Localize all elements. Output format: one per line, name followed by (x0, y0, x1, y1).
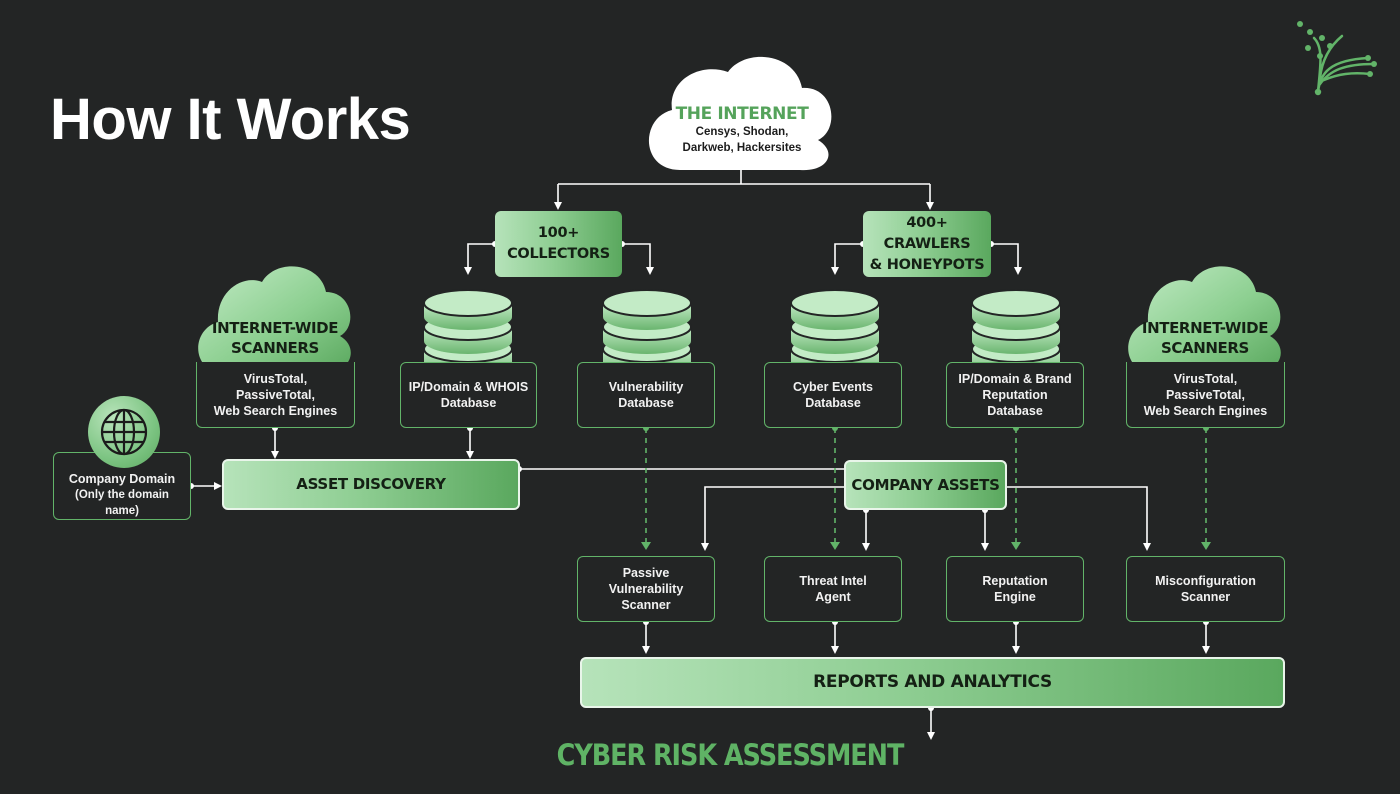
globe-icon (88, 396, 160, 468)
reputation-database-icon (971, 289, 1061, 376)
left-scanners-title-1: INTERNET-WIDE (211, 319, 339, 337)
right-scanners-title: INTERNET-WIDE SCANNERS (1135, 318, 1275, 358)
passive-vuln-scanner-line-3: Scanner (621, 598, 671, 612)
company-domain-line-2: (Only the domain name) (75, 489, 169, 517)
internet-title: THE INTERNET (675, 104, 809, 124)
reports-analytics-node: REPORTS AND ANALYTICS (580, 657, 1285, 708)
asset-discovery-label: ASSET DISCOVERY (296, 475, 446, 493)
db-cyber-events-line-1: Cyber Events (793, 380, 873, 394)
left-scanner-cloud-icon (198, 266, 351, 372)
left-scanners-desc: VirusTotal, PassiveTotal, Web Search Eng… (196, 362, 355, 428)
misconfiguration-scanner-box: Misconfiguration Scanner (1126, 556, 1285, 622)
reports-analytics-label: REPORTS AND ANALYTICS (813, 672, 1052, 692)
right-scanners-desc-1: VirusTotal, PassiveTotal, (1166, 371, 1245, 402)
db-whois-box: IP/Domain & WHOIS Database (400, 362, 537, 428)
db-vulnerability-box: Vulnerability Database (577, 362, 715, 428)
right-scanner-cloud-icon (1128, 266, 1281, 372)
passive-vuln-scanner-line-1: Passive (622, 566, 670, 580)
right-scanners-desc: VirusTotal, PassiveTotal, Web Search Eng… (1126, 362, 1285, 428)
collectors-node: 100+ COLLECTORS (495, 211, 622, 277)
collectors-label-2: COLLECTORS (507, 246, 610, 262)
cyber-risk-assessment-label: CYBER RISK ASSESSMENT (556, 738, 905, 772)
collectors-label-1: 100+ (537, 225, 580, 241)
right-scanners-desc-2: Web Search Engines (1143, 403, 1268, 418)
db-cyber-events-line-2: Database (805, 396, 861, 410)
reputation-engine-box: Reputation Engine (946, 556, 1084, 622)
db-reputation-box: IP/Domain & Brand Reputation Database (946, 362, 1084, 428)
brand-logo-icon (1297, 21, 1377, 96)
passive-vuln-scanner-line-2: Vulnerability (608, 582, 684, 596)
db-vulnerability-line-1: Vulnerability (608, 380, 684, 394)
left-scanners-desc-1: VirusTotal, PassiveTotal, (236, 371, 315, 402)
page-title: How It Works (50, 87, 411, 152)
internet-node: THE INTERNET Censys, Shodan, Darkweb, Ha… (660, 104, 824, 156)
reputation-engine-line-1: Reputation (982, 574, 1048, 588)
left-scanners-desc-2: Web Search Engines (213, 403, 338, 418)
right-scanners-title-1: INTERNET-WIDE (1141, 319, 1269, 337)
internet-cloud-icon (648, 56, 832, 171)
right-scanners-title-2: SCANNERS (1161, 339, 1249, 357)
threat-intel-agent-line-2: Agent (815, 590, 851, 604)
company-assets-label: COMPANY ASSETS (851, 475, 1000, 494)
company-assets-node: COMPANY ASSETS (844, 460, 1007, 510)
db-cyber-events-box: Cyber Events Database (764, 362, 902, 428)
threat-intel-agent-box: Threat Intel Agent (764, 556, 902, 622)
crawlers-node: 400+ CRAWLERS & HONEYPOTS (863, 211, 991, 277)
passive-vuln-scanner-box: Passive Vulnerability Scanner (577, 556, 715, 622)
db-whois-line-1: IP/Domain & WHOIS (408, 380, 529, 394)
misconfiguration-scanner-line-2: Scanner (1180, 590, 1231, 604)
left-scanners-title-2: SCANNERS (231, 339, 319, 357)
asset-discovery-node: ASSET DISCOVERY (222, 459, 520, 510)
crawlers-label-1: 400+ CRAWLERS (883, 214, 971, 252)
internet-subtitle-2: Darkweb, Hackersites (682, 142, 802, 154)
crawlers-label-2: & HONEYPOTS (869, 256, 985, 273)
misconfiguration-scanner-line-1: Misconfiguration (1155, 574, 1256, 588)
reputation-engine-line-2: Engine (994, 590, 1036, 604)
db-reputation-line-1: IP/Domain & Brand (958, 372, 1072, 386)
threat-intel-agent-line-1: Threat Intel (799, 574, 867, 588)
left-scanners-title: INTERNET-WIDE SCANNERS (205, 318, 345, 358)
company-domain-line-1: Company Domain (68, 472, 176, 486)
db-reputation-line-2: Reputation Database (982, 388, 1048, 418)
db-vulnerability-line-2: Database (618, 396, 674, 410)
internet-subtitle-1: Censys, Shodan, (695, 126, 789, 138)
db-whois-line-2: Database (440, 396, 497, 410)
